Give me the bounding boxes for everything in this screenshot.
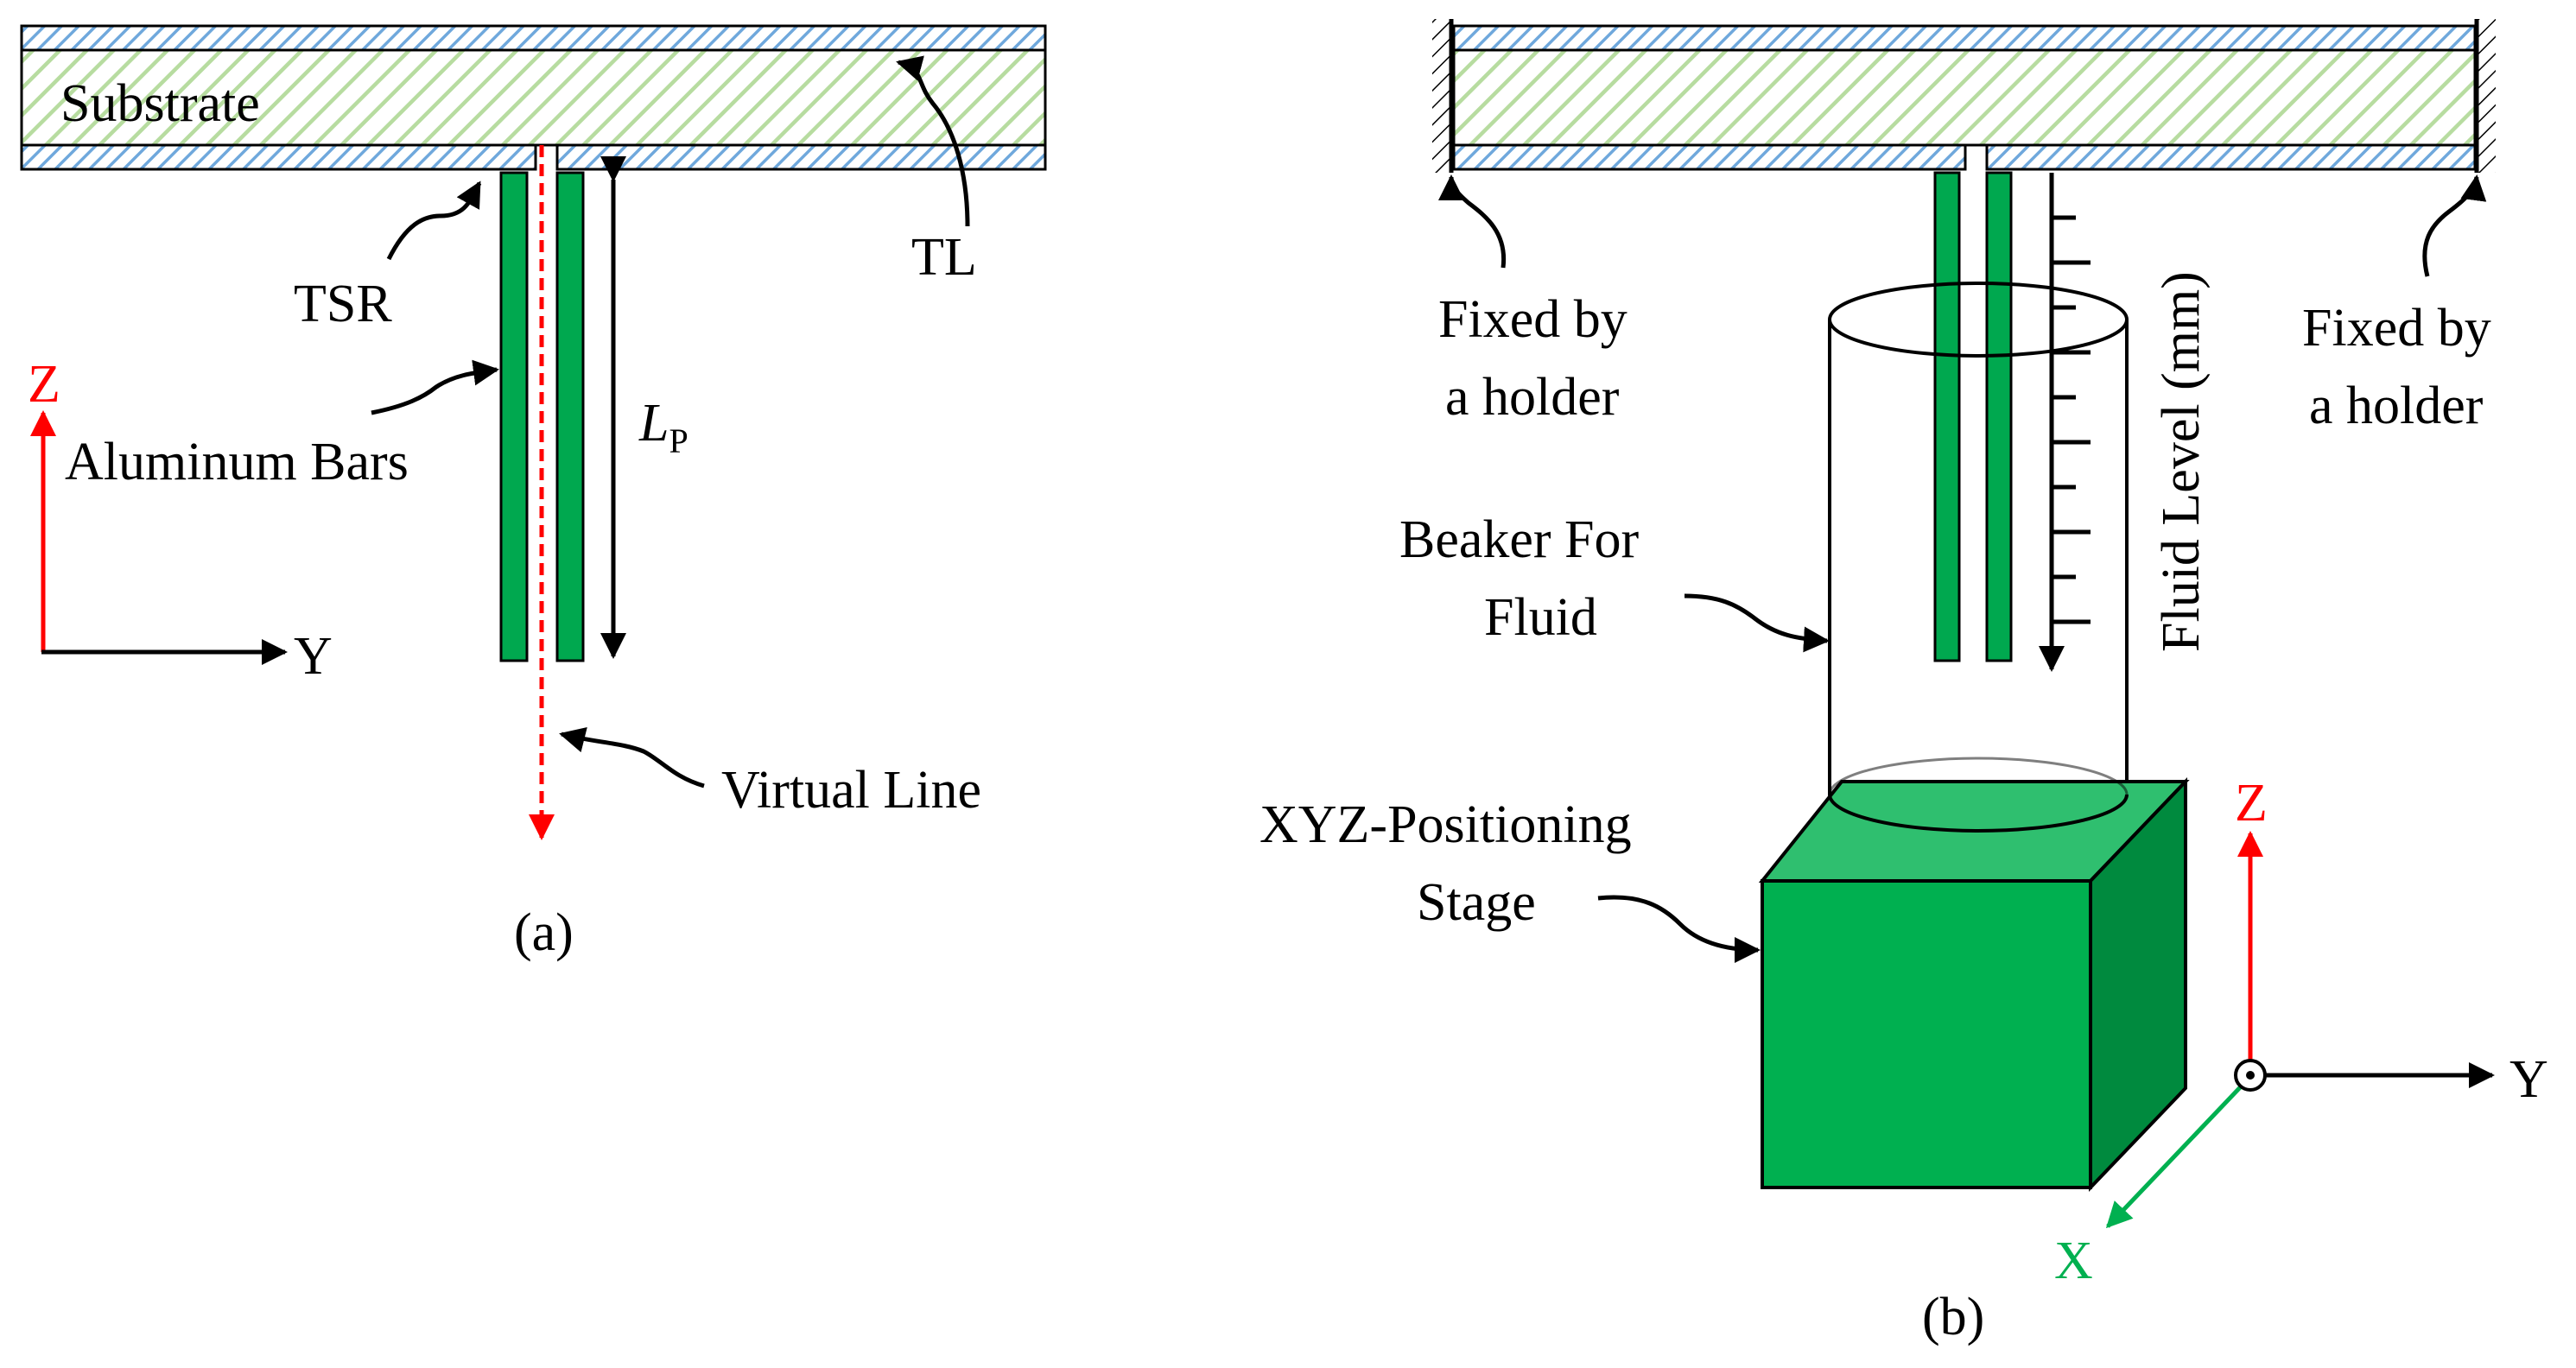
tl-top-layer-b xyxy=(1452,24,2477,52)
axis-z-label-a: Z xyxy=(28,355,60,414)
axes-a: Z Y xyxy=(28,355,333,686)
stage-line2: Stage xyxy=(1417,873,1536,932)
beaker-line1: Beaker For xyxy=(1399,510,1640,569)
fluid-level-label: Fluid Level (mm) xyxy=(2152,271,2211,652)
virtual-line-pointer-arrow xyxy=(559,726,705,788)
aluminum-bar-right-b xyxy=(1985,171,2013,662)
xyz-stage xyxy=(1758,777,2190,1192)
tl-bottom-left-b xyxy=(1452,143,1967,171)
bars-pointer-arrow xyxy=(371,359,499,415)
virtual-line-label: Virtual Line xyxy=(721,761,981,820)
caption-b: (b) xyxy=(1922,1288,1984,1346)
tl-bottom-left xyxy=(20,143,537,171)
axis-x-b xyxy=(2105,1081,2246,1229)
length-symbol: L xyxy=(638,394,669,453)
axis-y-label-b: Y xyxy=(2509,1050,2548,1109)
holder-right-line2: a holder xyxy=(2309,377,2484,435)
beaker-line2: Fluid xyxy=(1484,588,1597,647)
aluminum-bar-left xyxy=(499,171,529,662)
beaker-pointer-arrow xyxy=(1684,593,1830,653)
fluid-level-scale xyxy=(2039,173,2091,672)
beaker xyxy=(1828,282,2129,795)
aluminum-bar-right xyxy=(555,171,585,662)
holder-right-pointer-arrow xyxy=(2422,174,2487,277)
panel-a: Substrate TL TSR Aluminum Bars LP Virtua… xyxy=(20,24,1047,962)
tl-top-layer xyxy=(20,24,1047,52)
bars-label: Aluminum Bars xyxy=(65,433,409,491)
holder-left-line1: Fixed by xyxy=(1438,290,1627,349)
length-label: LP xyxy=(638,394,688,460)
stage-pointer-arrow xyxy=(1597,895,1761,963)
caption-a: (a) xyxy=(514,903,574,962)
panel-b: Fluid Level (mm) Fixed by a holder Fixed… xyxy=(1259,19,2548,1346)
tl-label: TL xyxy=(911,228,977,287)
beaker-bottom xyxy=(1828,794,2129,833)
holder-wall-left-hatch xyxy=(1432,19,1451,173)
axis-y-label-a: Y xyxy=(294,627,333,686)
substrate xyxy=(20,48,1047,147)
tsr-label: TSR xyxy=(294,275,392,333)
aluminum-bar-left-b xyxy=(1933,171,1961,662)
beaker-bottom-back xyxy=(1828,757,2129,795)
beaker-rim xyxy=(1828,282,2129,358)
substrate-b xyxy=(1452,48,2477,147)
scale-ticks xyxy=(2052,215,2091,624)
axis-z-label-b: Z xyxy=(2235,774,2268,833)
stage-line1: XYZ-Positioning xyxy=(1259,795,1632,854)
tl-bottom-right-b xyxy=(1985,143,2477,171)
holder-left-pointer-arrow xyxy=(1438,174,1507,269)
tsr-pointer-arrow xyxy=(386,180,482,261)
holder-right-line1: Fixed by xyxy=(2302,299,2491,358)
holder-left-line2: a holder xyxy=(1445,368,1620,427)
holder-wall-right-hatch xyxy=(2477,19,2496,173)
axes-b: Z Y X xyxy=(2054,774,2548,1290)
axis-origin-dot xyxy=(2246,1071,2255,1080)
axis-x-label-b: X xyxy=(2054,1232,2093,1290)
tl-pointer-arrow xyxy=(896,55,970,227)
substrate-label: Substrate xyxy=(60,74,260,133)
stage-front xyxy=(1761,879,2092,1189)
length-subscript: P xyxy=(669,421,688,460)
tl-bottom-right xyxy=(555,143,1047,171)
